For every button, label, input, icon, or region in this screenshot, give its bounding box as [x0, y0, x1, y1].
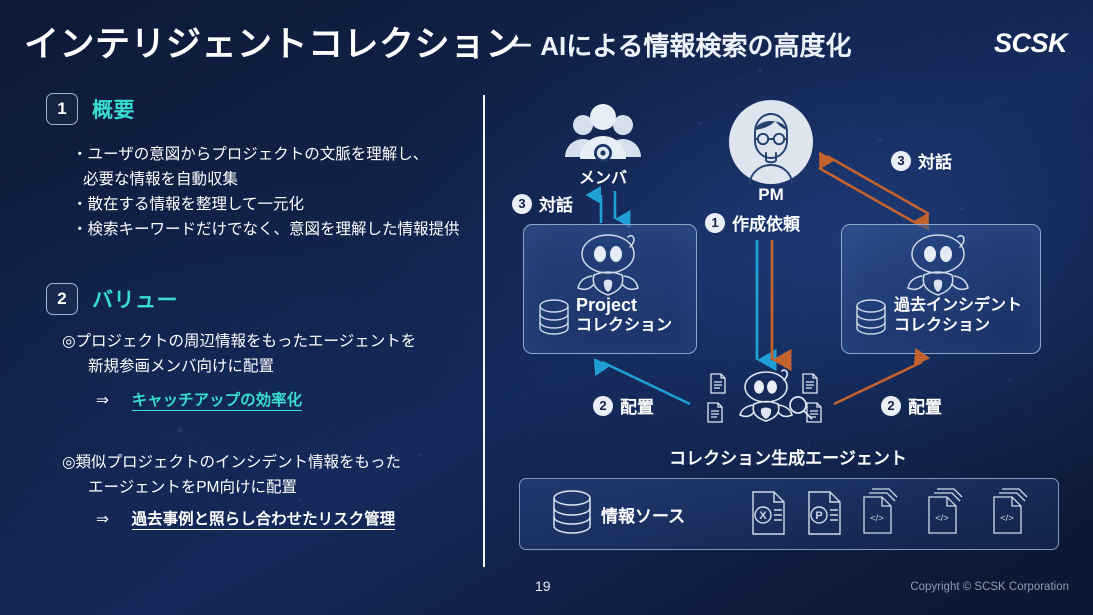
document-icon: [707, 402, 723, 423]
incident-collection-box[interactable]: 過去インシデント コレクション: [841, 224, 1041, 354]
value-block-two: ◎類似プロジェクトのインシデント情報をもった エージェントをPM向けに配置 ⇒ …: [62, 450, 401, 532]
value-result-row: ⇒ 過去事例と照らし合わせたリスク管理: [62, 507, 401, 532]
code-file-icon: </>: [993, 488, 1028, 534]
step-dialog-right: 3 対話: [891, 148, 952, 173]
deploy-right-arrow: [833, 347, 931, 406]
members-group-icon: [565, 104, 641, 162]
box-caption-line1: Project: [576, 295, 638, 315]
powerpoint-file-icon: P: [808, 491, 841, 535]
overview-bullet-list: ・ユーザの意図からプロジェクトの文脈を理解し、 必要な情報を自動収集 ・散在する…: [72, 142, 460, 242]
code-glyph: </>: [870, 513, 884, 524]
step-number: 3: [512, 193, 532, 214]
step-label: 対話: [918, 153, 952, 172]
information-source-bar: [519, 478, 1059, 550]
scsk-logo: SCSK: [993, 28, 1068, 58]
dialog-left-arrows: [585, 185, 631, 229]
value-block-one: ◎プロジェクトの周辺情報をもったエージェントを 新規参画メンバ向けに配置 ⇒ キ…: [62, 329, 416, 413]
document-icon: [802, 373, 818, 394]
dialog-right-arrows: [818, 151, 930, 231]
information-source-label: 情報ソース: [601, 507, 686, 526]
section-header-value: 2 バリュー: [46, 283, 178, 315]
document-icon: [806, 402, 822, 423]
project-collection-box[interactable]: Project コレクション: [523, 224, 697, 354]
step-label: 作成依頼: [732, 215, 800, 234]
pm-to-agent-arrows: [755, 240, 792, 372]
list-item: ・検索キーワードだけでなく、意図を理解した情報提供: [72, 221, 460, 238]
page-title: インテリジェントコレクション: [24, 25, 522, 64]
left-panel: 1 概要 ・ユーザの意図からプロジェクトの文脈を理解し、 必要な情報を自動収集 …: [0, 86, 483, 615]
vertical-divider: [483, 95, 485, 567]
box-caption-line1: 過去インシデント: [894, 297, 1023, 314]
list-item: ◎類似プロジェクトのインシデント情報をもった: [62, 454, 402, 471]
list-item: ・散在する情報を整理して一元化: [72, 196, 305, 213]
list-item: ・ユーザの意図からプロジェクトの文脈を理解し、: [72, 146, 429, 163]
magnifier-icon: [789, 396, 813, 420]
page-number: 19: [535, 578, 551, 594]
database-icon: [539, 299, 569, 335]
list-item: 必要な情報を自動収集: [83, 171, 239, 188]
section-header-overview: 1 概要: [46, 93, 135, 125]
list-item: エージェントをPM向けに配置: [88, 479, 297, 496]
step-request: 1 作成依頼: [705, 210, 800, 235]
value-result-text: キャッチアップの効率化: [131, 392, 303, 411]
value-result-text: 過去事例と照らし合わせたリスク管理: [131, 511, 396, 530]
arrow-right-symbol: ⇒: [96, 511, 109, 528]
excel-glyph: X: [759, 510, 767, 522]
step-number: 3: [891, 150, 911, 171]
section-number-badge: 2: [46, 283, 78, 315]
document-icon: [710, 373, 726, 394]
step-dialog-left: 3 対話: [512, 191, 573, 216]
slide-header: インテリジェントコレクション － AIによる情報検索の高度化 SCSK: [0, 0, 1093, 86]
step-deploy-right: 2 配置: [881, 393, 942, 418]
robot-icon: [577, 234, 639, 296]
section-title: 概要: [92, 99, 135, 122]
step-number: 1: [705, 212, 725, 233]
code-file-icon: </>: [863, 488, 898, 534]
code-file-icon: </>: [928, 488, 963, 534]
list-item: 新規参画メンバ向けに配置: [88, 358, 275, 375]
step-deploy-left: 2 配置: [593, 393, 654, 418]
box-caption-line2: コレクション: [576, 317, 673, 334]
database-icon: [553, 490, 591, 534]
box-caption-line2: コレクション: [894, 317, 991, 334]
step-number: 2: [593, 395, 613, 416]
copyright-text: Copyright © SCSK Corporation: [910, 581, 1069, 593]
powerpoint-glyph: P: [815, 510, 822, 522]
section-title: バリュー: [92, 289, 178, 312]
robot-icon: [907, 234, 969, 296]
arrow-right-symbol: ⇒: [96, 392, 109, 409]
database-icon: [856, 299, 886, 335]
diagram-panel: メンバ PM 1 作成依頼 3 対話: [483, 86, 1093, 615]
list-item: ◎プロジェクトの周辺情報をもったエージェントを: [62, 333, 417, 350]
pm-label: PM: [758, 185, 784, 204]
members-label: メンバ: [578, 170, 627, 187]
collection-agent-robot-icon: [739, 369, 793, 422]
step-label: 配置: [908, 398, 942, 417]
page-subtitle: － AIによる情報検索の高度化: [508, 31, 852, 61]
code-glyph: </>: [935, 513, 949, 524]
value-result-row: ⇒ キャッチアップの効率化: [62, 388, 416, 413]
excel-file-icon: X: [752, 491, 785, 535]
pm-avatar-icon: [729, 100, 813, 185]
collection-agent-label: コレクション生成エージェント: [669, 449, 907, 468]
step-label: 対話: [539, 196, 573, 215]
section-number-badge: 1: [46, 93, 78, 125]
code-glyph: </>: [1000, 513, 1014, 524]
step-number: 2: [881, 395, 901, 416]
step-label: 配置: [620, 398, 654, 417]
deploy-left-arrow: [593, 358, 691, 406]
